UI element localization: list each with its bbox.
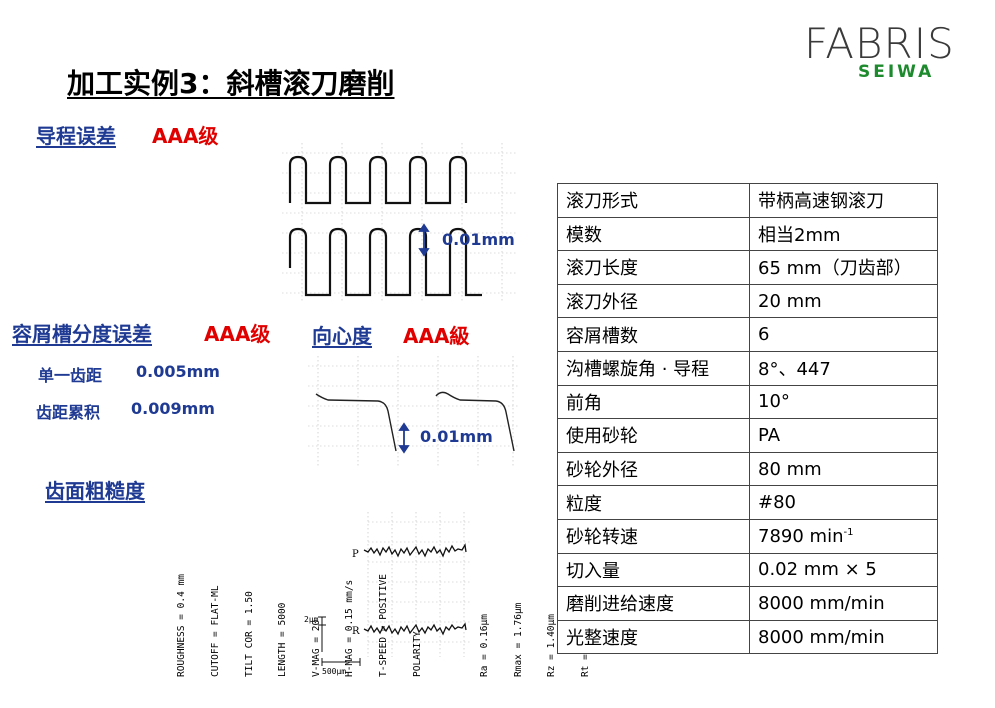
cum-pitch-value: 0.009mm xyxy=(131,399,215,418)
spec-key: 砂轮转速 xyxy=(557,518,750,554)
spec-value: 8000 mm/min xyxy=(749,586,938,621)
spec-row: 滚刀形式带柄高速钢滚刀 xyxy=(557,183,938,218)
spec-value: #80 xyxy=(749,485,938,520)
spec-value: 10° xyxy=(749,384,938,420)
result-value: 1.40μm xyxy=(546,614,558,649)
spec-key: 容屑槽数 xyxy=(557,317,750,352)
spec-value: 7890 min-1 xyxy=(749,518,938,554)
runout-measure: 0.01mm xyxy=(420,427,493,446)
param-value: FLAT-ML xyxy=(210,585,222,626)
spec-key: 沟槽螺旋角 · 导程 xyxy=(557,350,750,386)
spec-row: 模数相当2mm xyxy=(557,216,938,252)
spec-value: 80 mm xyxy=(749,451,938,487)
spec-value: 8°、447 xyxy=(749,350,938,386)
seiwa-logo: SEIWA xyxy=(858,62,935,82)
runout-grade: AAA級 xyxy=(403,324,470,348)
spec-key: 使用砂轮 xyxy=(557,418,750,453)
param-name: TILT COR xyxy=(243,631,255,677)
lead-error-chart xyxy=(282,143,518,303)
result-name: Rt xyxy=(579,665,591,677)
scale-vertical-label: 2μm xyxy=(304,615,319,624)
spec-key: 磨削进给速度 xyxy=(557,586,750,621)
result-value: 1.76μm xyxy=(512,602,524,637)
result-name: Rz xyxy=(546,665,558,677)
spec-value: 0.02 mm × 5 xyxy=(749,552,938,588)
spec-value: 8000 mm/min xyxy=(749,619,938,655)
runout-chart xyxy=(308,356,520,466)
param-name: LENGTH xyxy=(277,642,289,677)
single-pitch-label: 单一齿距 xyxy=(38,366,103,385)
r-label: R xyxy=(352,626,360,637)
result-name: Rmax xyxy=(512,654,524,677)
param-value: 5000 xyxy=(277,602,289,626)
spec-row: 粒度#80 xyxy=(557,485,938,520)
spec-key: 切入量 xyxy=(557,552,750,588)
p-label: P xyxy=(352,549,359,560)
roughness-label: 齿面粗糙度 xyxy=(45,479,145,503)
result-value: 0.16μm xyxy=(478,614,490,649)
result-name: Ra xyxy=(478,665,490,677)
spec-value: 20 mm xyxy=(749,283,938,319)
spec-key: 模数 xyxy=(557,216,750,252)
spec-value: 6 xyxy=(749,317,938,352)
lead-error-grade: AAA级 xyxy=(152,124,219,148)
spec-key: 滚刀形式 xyxy=(557,183,750,218)
single-pitch-value: 0.005mm xyxy=(136,362,220,381)
spec-value: 相当2mm xyxy=(749,216,938,252)
spec-value: 带柄高速钢滚刀 xyxy=(749,183,938,218)
spec-key: 砂轮外径 xyxy=(557,451,750,487)
spec-key: 滚刀长度 xyxy=(557,250,750,285)
roughness-params: ROUGHNESS = 0.4 mm CUTOFF = FLAT-ML TILT… xyxy=(176,574,591,677)
param-name: ROUGHNESS xyxy=(176,625,188,677)
scale-horizontal-label: 500μm xyxy=(322,667,346,676)
spec-key: 光整速度 xyxy=(557,619,750,655)
spec-value: 65 mm（刀齿部） xyxy=(749,250,938,285)
runout-label: 向心度 xyxy=(312,324,372,348)
page-title: 加工实例3：斜槽滚刀磨削 xyxy=(67,67,395,100)
param-value: 0.4 mm xyxy=(176,574,188,609)
spec-value: PA xyxy=(749,418,938,453)
flute-error-label: 容屑槽分度误差 xyxy=(12,322,152,346)
lead-error-measure: 0.01mm xyxy=(442,230,515,249)
param-value: 1.50 xyxy=(243,591,255,615)
flute-error-grade: AAA级 xyxy=(204,322,271,346)
spec-key: 前角 xyxy=(557,384,750,420)
param-name: CUTOFF xyxy=(210,642,222,677)
cum-pitch-label: 齿距累积 xyxy=(36,403,101,422)
spec-key: 滚刀外径 xyxy=(557,283,750,319)
lead-error-label: 导程误差 xyxy=(36,124,116,148)
spec-key: 粒度 xyxy=(557,485,750,520)
roughness-chart: P R 2μm 500μm xyxy=(304,512,472,676)
fabris-logo: FABRIS xyxy=(804,19,955,68)
